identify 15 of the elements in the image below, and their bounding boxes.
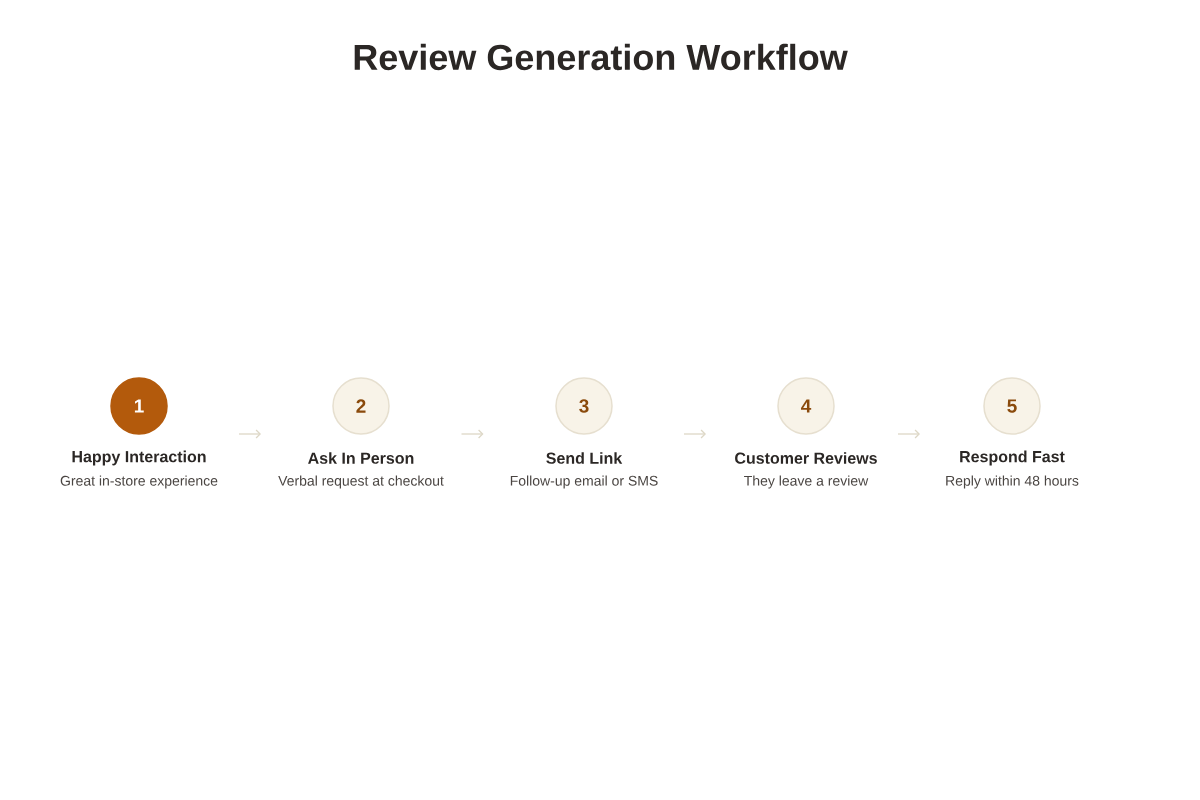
- step-title: Happy Interaction: [72, 450, 206, 466]
- step-description: Reply within 48 hours: [946, 475, 1079, 489]
- arrow: [460, 429, 484, 439]
- arrow: [897, 429, 920, 439]
- step-title: Respond Fast: [960, 450, 1065, 466]
- step-title: Send Link: [546, 452, 623, 464]
- step-title: Ask In Person: [308, 452, 414, 464]
- step-description: Great in-store experience: [60, 475, 218, 489]
- step-description: Follow-up email or SMS: [510, 475, 658, 489]
- step-title: Customer Reviews: [735, 452, 877, 464]
- step-description: Verbal request at checkout: [278, 475, 444, 489]
- title: Review Generation Workflow: [354, 43, 848, 71]
- arrow: [238, 429, 261, 439]
- step-description: They leave a review: [744, 475, 869, 489]
- arrow: [683, 429, 706, 439]
